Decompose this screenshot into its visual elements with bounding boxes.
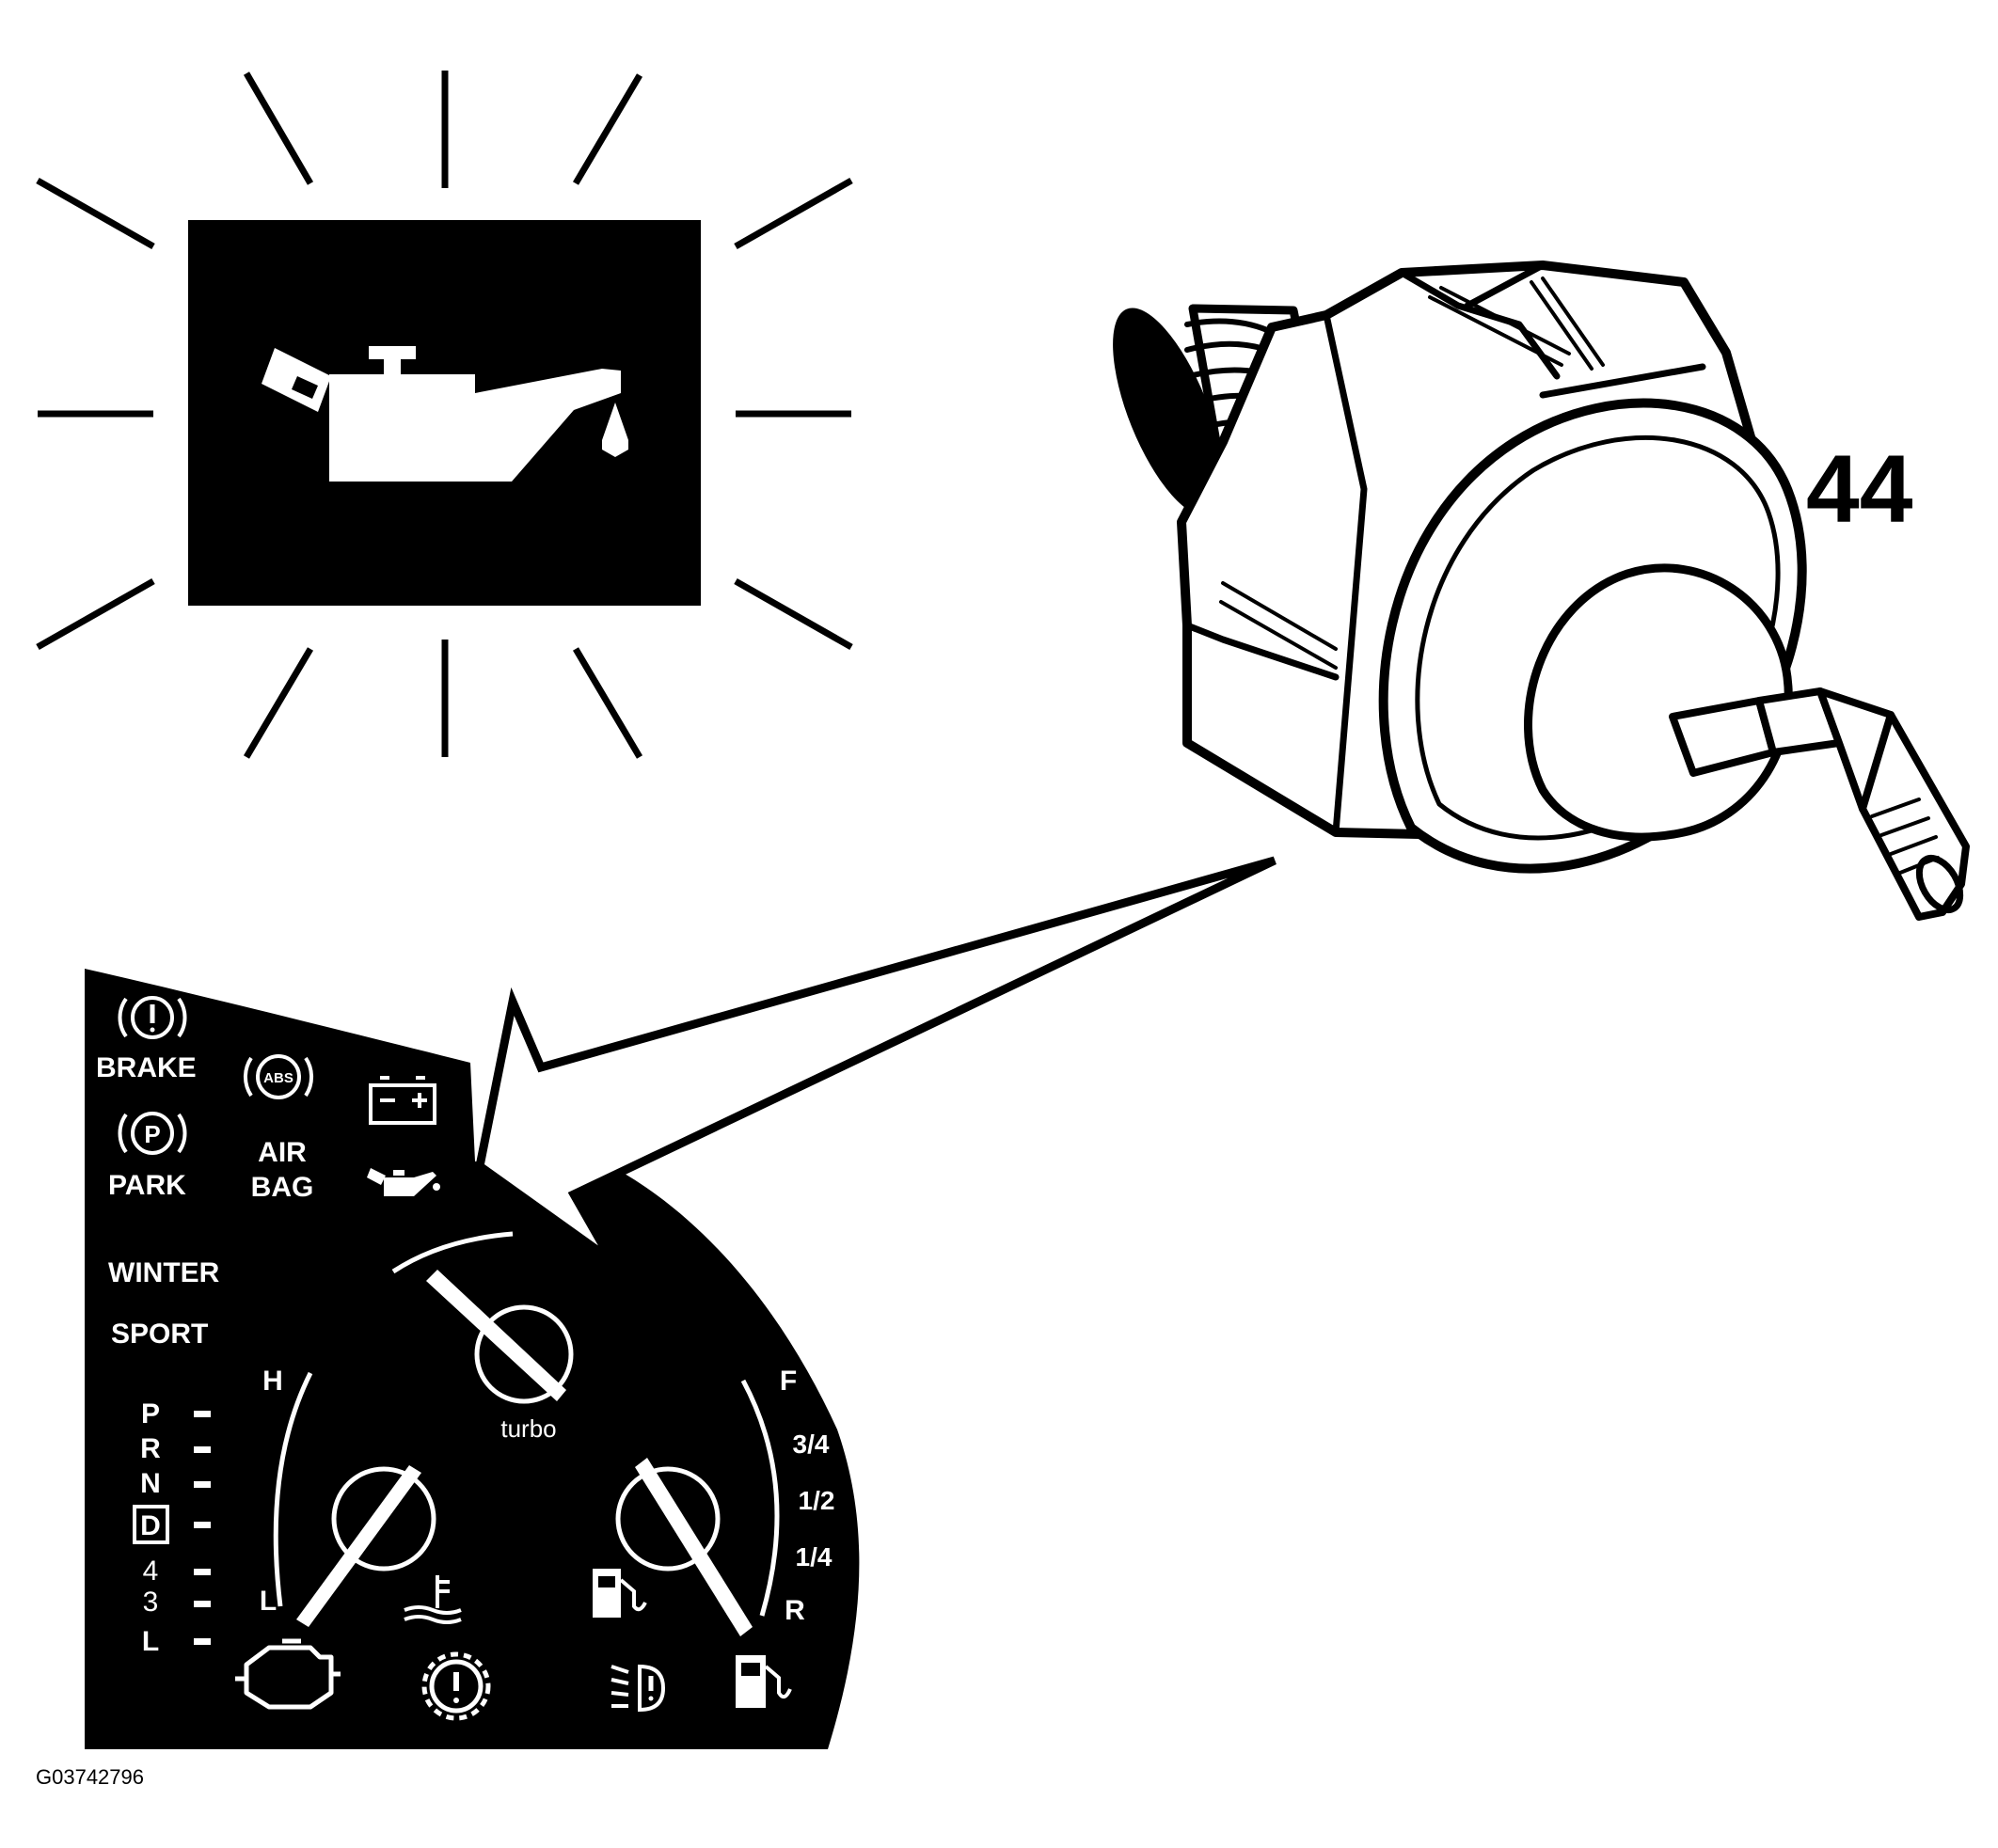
fuel-quarter-label: 1/4 [796,1542,832,1572]
fuel-three-quarter-label: 3/4 [793,1429,830,1459]
hex-flat-lines [1219,276,1605,670]
flash-rays [36,71,853,759]
park-brake-icon [118,1112,187,1155]
check-engine-icon [235,1638,341,1710]
callout-pointer [475,856,1276,1264]
instrument-cluster: BRAKE ABS P PARK AIR BAG [85,969,860,1749]
gear-4: 4 [143,1556,159,1587]
fuel-reserve-label: R [785,1595,805,1626]
brake-warning-icon [118,996,187,1039]
fuel-scale-arc [740,1379,780,1617]
low-fuel-icon [736,1655,792,1708]
oil-can-spout-slot [292,376,318,399]
park-icon-letter: P [144,1120,160,1148]
headlight-leveling-icon [610,1664,666,1713]
park-label: PARK [108,1170,186,1201]
sender-terminal-stud [1669,687,1970,921]
gear-d-highlight-box [133,1505,169,1544]
temp-needle [296,1465,421,1627]
figure-id: G03742796 [36,1765,144,1789]
airbag-label-line1: AIR [258,1137,307,1168]
abs-label: ABS [263,1070,293,1086]
fuel-half-label: 1/2 [799,1486,835,1515]
flashing-oil-warning-lamp [36,71,853,759]
gear-l: L [142,1626,159,1657]
winter-label: WINTER [108,1257,220,1288]
gear-r: R [140,1433,161,1464]
gear-n: N [140,1468,161,1499]
sender-terminal-base [1524,563,1793,842]
airbag-label-line2: BAG [251,1172,314,1203]
oil-pressure-icon-small [367,1168,440,1196]
fuel-gauge: F 3/4 1/2 1/4 R [593,1366,834,1636]
turbo-needle [426,1270,566,1401]
abs-icon [244,1054,313,1099]
gear-dashes [194,1411,211,1645]
gear-p: P [141,1398,160,1429]
oil-pressure-sender [1113,261,1970,921]
temp-low-label: L [260,1586,277,1617]
gear-indicator: P R N D 4 3 L [133,1398,211,1657]
temperature-gauge: H L [260,1366,462,1627]
turbo-gauge-hub [474,1304,574,1404]
battery-icon [369,1076,436,1125]
powertrain-warning-icon [421,1651,491,1721]
brake-label: BRAKE [96,1052,197,1083]
gear-3: 3 [143,1587,159,1618]
turbo-label: turbo [500,1414,556,1443]
turbo-scale-arc [391,1231,514,1274]
temp-gauge-hub [331,1466,436,1572]
gear-d: D [140,1510,161,1541]
part-number-label: 44 [1806,435,1913,543]
sport-label: SPORT [111,1319,208,1350]
fuel-needle [635,1458,753,1636]
turbo-gauge: turbo [391,1231,574,1443]
hex-edges [1183,261,1706,836]
fuel-pump-icon [593,1569,647,1618]
fuel-full-label: F [780,1366,797,1397]
temp-scale-arc [273,1371,313,1607]
oil-can-icon [262,346,628,482]
fuel-gauge-hub [615,1466,721,1572]
temp-high-label: H [262,1366,283,1397]
coolant-temp-icon [404,1575,462,1624]
